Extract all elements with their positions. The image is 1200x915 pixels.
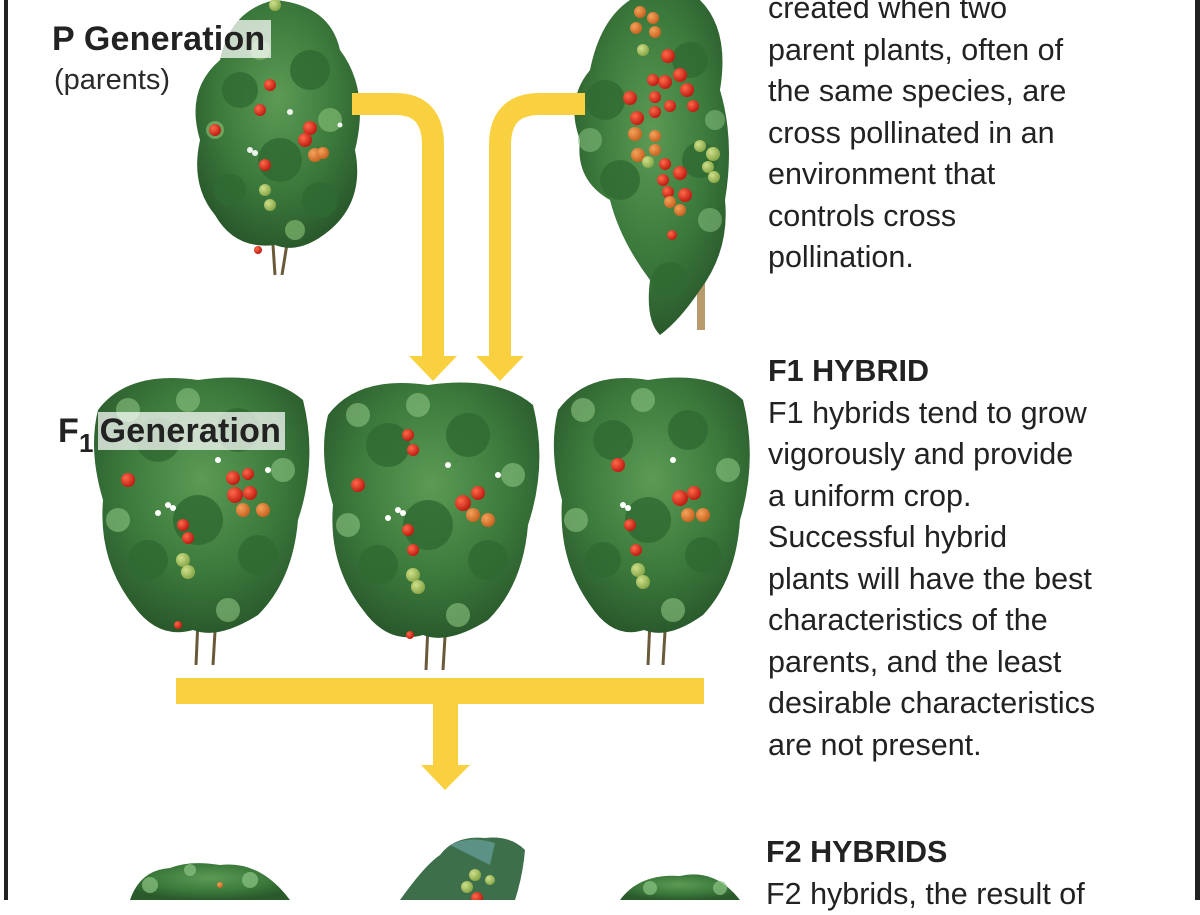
arrow-f1-stem (433, 703, 458, 766)
arrow-parent-right (500, 104, 585, 356)
f2-hybrids-description: F2 HYBRIDS F2 hybrids, the result of (766, 832, 1166, 915)
intro-line: pollination. (768, 237, 1168, 279)
intro-line: created when two (768, 0, 1168, 30)
f1-generation-title: Generation (98, 412, 285, 450)
f1-line: are not present. (768, 725, 1168, 767)
intro-description: created when two parent plants, often of… (768, 0, 1168, 279)
f1-hybrid-heading: F1 HYBRID (768, 351, 1168, 393)
f1-subscript: 1 (79, 428, 94, 458)
intro-line: the same species, are (768, 71, 1168, 113)
p-generation-subtitle: (parents) (54, 64, 170, 97)
arrow-head-right (476, 356, 524, 381)
f1-line: F1 hybrids tend to grow (768, 393, 1168, 435)
arrow-f1-bar (176, 678, 704, 704)
intro-line: parent plants, often of (768, 30, 1168, 72)
p-generation-subtitle-text: (parents) (54, 64, 170, 96)
f1-line: vigorously and provide (768, 434, 1168, 476)
f1-line: desirable characteristics (768, 683, 1168, 725)
p-generation-title: P Generation (50, 20, 271, 58)
f1-hybrid-description: F1 HYBRID F1 hybrids tend to grow vigoro… (768, 351, 1168, 766)
arrow-head-down (421, 765, 470, 790)
f2-hybrids-heading: F2 HYBRIDS (766, 832, 1166, 874)
f1-line: characteristics of the (768, 600, 1168, 642)
arrow-parent-left (352, 104, 433, 356)
f1-prefix: F (58, 412, 79, 450)
f1-line: plants will have the best (768, 559, 1168, 601)
f2-line: F2 hybrids, the result of (766, 874, 1166, 915)
f1-line: parents, and the least (768, 642, 1168, 684)
p-generation-label: P Generation (50, 20, 271, 59)
intro-line: environment that (768, 154, 1168, 196)
intro-line: cross pollinated in an (768, 113, 1168, 155)
arrow-head-left (409, 356, 457, 381)
f1-line: a uniform crop. (768, 476, 1168, 518)
f1-line: Successful hybrid (768, 517, 1168, 559)
intro-line: controls cross (768, 196, 1168, 238)
